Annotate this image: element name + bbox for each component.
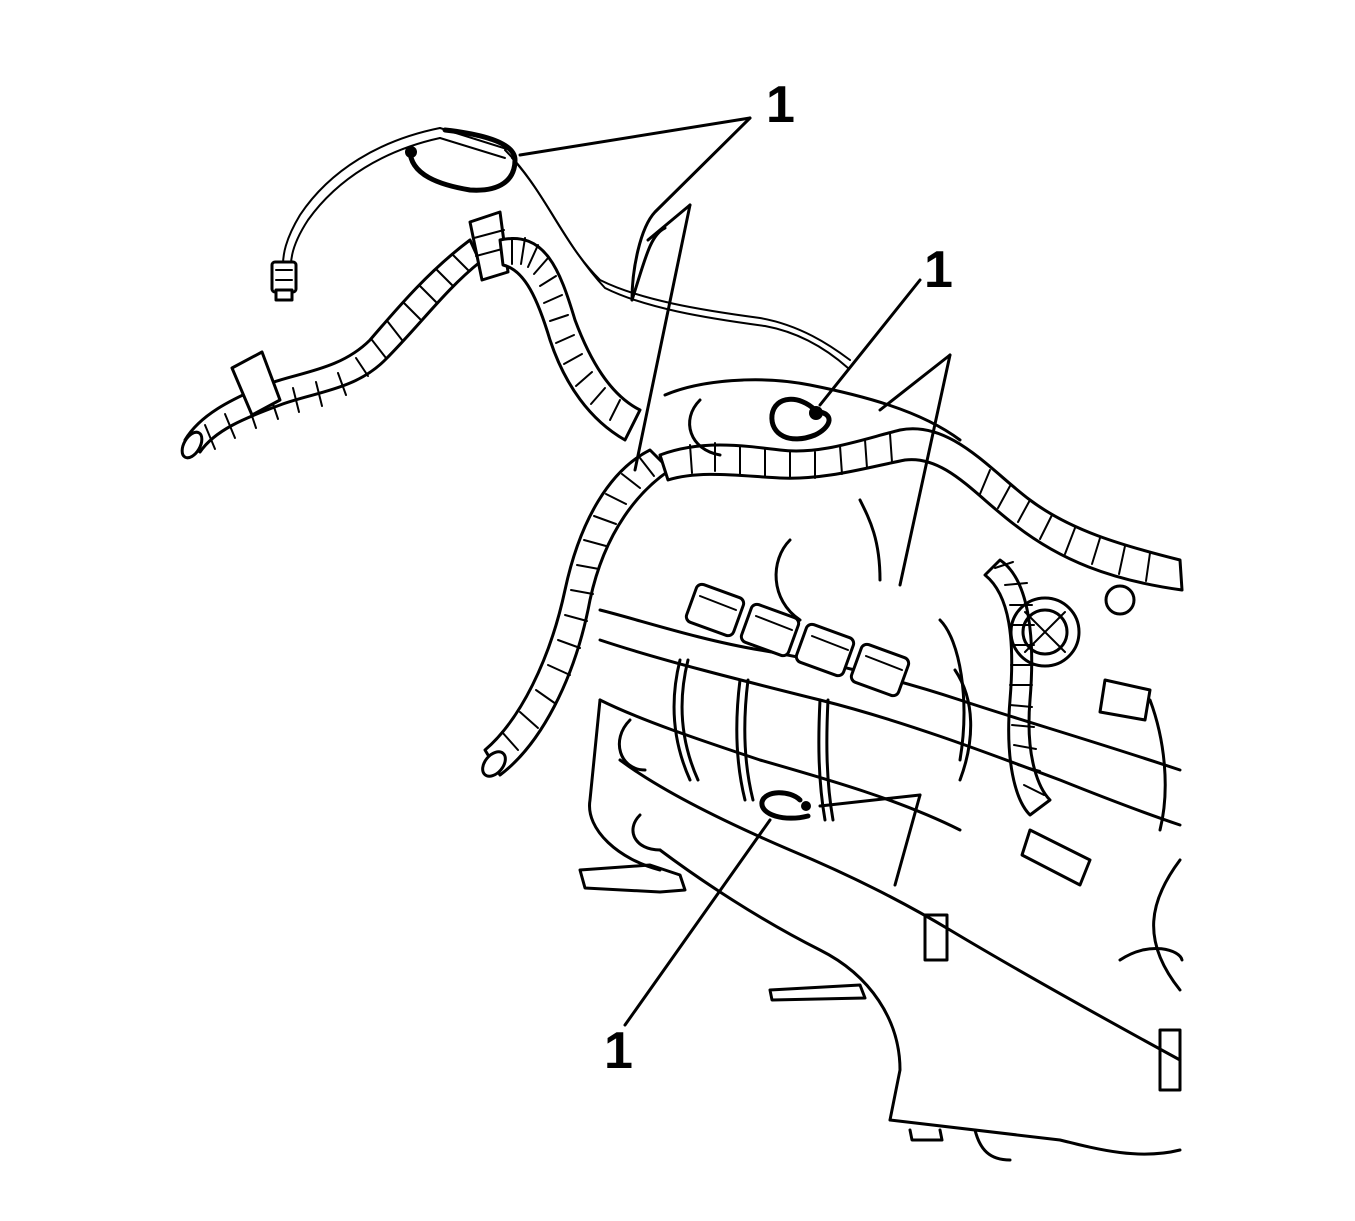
callout-label-bottom: 1 (604, 1022, 633, 1080)
spark-plug-wires (672, 658, 835, 822)
callout-label-upper-right: 1 (924, 241, 953, 299)
callout-labels: 1 1 1 (604, 76, 953, 1080)
sensor-connector (270, 260, 298, 302)
harness-clip-top (405, 127, 518, 193)
engine-block (588, 378, 1184, 1162)
harness-clip-bottom (759, 790, 811, 821)
callout-label-top: 1 (766, 76, 795, 134)
leader-lines (518, 116, 952, 1027)
ignition-coils (684, 582, 911, 698)
sensor-lead (282, 127, 851, 369)
main-harness-right-run (658, 427, 1184, 592)
harness-corrugation-rings (204, 254, 470, 450)
main-harness-lower-loop (481, 448, 672, 778)
engine-details (578, 398, 1182, 1092)
main-harness-center (498, 237, 642, 442)
main-harness-left-branch (180, 238, 482, 460)
harness-clip-upper-right (769, 396, 832, 442)
